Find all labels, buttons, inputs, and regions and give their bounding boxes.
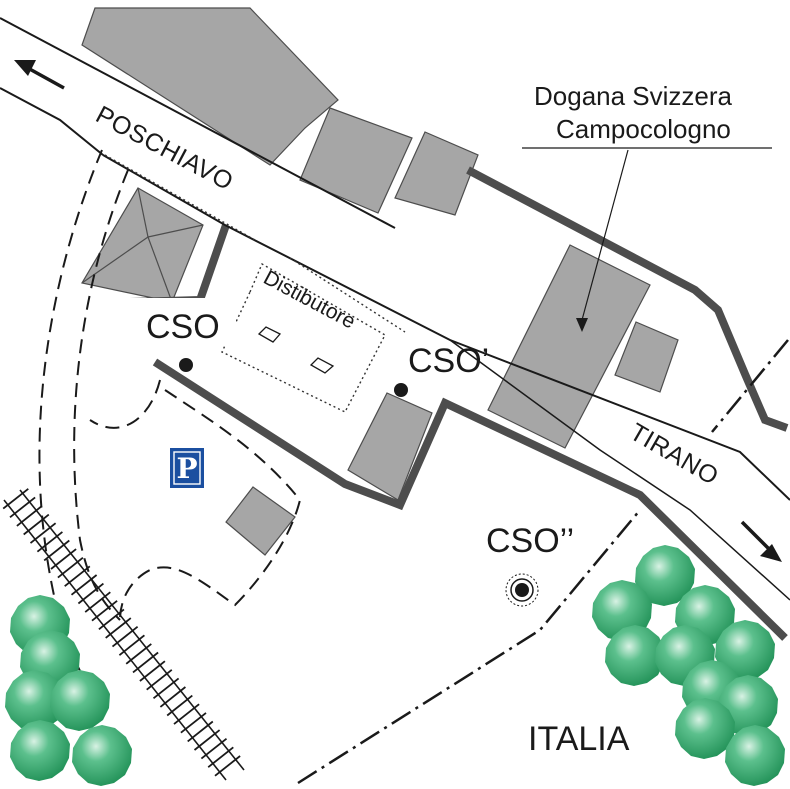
railway-sleeper: [23, 513, 50, 536]
country-label: ITALIA: [528, 720, 630, 758]
marker-cso-prime: [394, 383, 408, 397]
customs-label-line2: Campocologno: [556, 114, 731, 144]
railway-sleeper: [180, 712, 207, 734]
building-north-large: [81, 7, 339, 166]
building-north-middle: [299, 107, 413, 214]
borders: [297, 339, 789, 785]
railway-sleeper: [70, 574, 98, 596]
parking-label: P: [176, 452, 197, 485]
railway-sleeper: [64, 565, 91, 587]
building-parking-small: [225, 486, 296, 556]
railway-sleeper: [146, 669, 173, 691]
fuel-pump-1: [257, 326, 282, 343]
dotted-line-road: [104, 154, 256, 241]
railway-sleeper: [187, 720, 214, 743]
customs-label-line1: Dogana Svizzera: [534, 81, 733, 111]
railway-sleeper: [207, 746, 234, 768]
railway-sleeper: [98, 608, 125, 631]
railway-sleeper: [77, 582, 104, 605]
roads: [0, 17, 790, 601]
path-loop: [89, 379, 161, 429]
tree-icon: [10, 720, 70, 781]
railway-sleeper: [193, 729, 221, 751]
border-line-north: [711, 339, 789, 433]
path-parking-loop: [119, 389, 302, 621]
road-edge-north: [0, 17, 396, 229]
fuel-pump-2: [309, 357, 335, 374]
railway-sleeper: [166, 694, 193, 717]
wall-south-main: [152, 358, 788, 641]
railway-sleeper: [50, 548, 77, 570]
railway-sleeper: [125, 643, 152, 665]
railway-sleeper: [43, 539, 70, 562]
railway-sleeper: [57, 556, 84, 579]
railway-sleeper: [84, 591, 111, 613]
railway-track-icon: [2, 488, 245, 781]
tree-icon: [72, 725, 132, 786]
railway-sleeper: [132, 651, 159, 674]
road-edge-south: [0, 87, 104, 156]
railway-sleeper: [159, 686, 186, 708]
railway-sleeper: [214, 755, 241, 777]
customs-pointer: [522, 147, 772, 332]
building-north-right: [394, 131, 479, 216]
railway-sleeper: [152, 677, 180, 700]
road-label-south: TIRANO: [625, 418, 723, 491]
fuel-station-label: Distibutore: [260, 266, 359, 333]
railway-sleeper: [16, 505, 43, 527]
railway-sleeper: [36, 531, 63, 553]
fuel-pumps: [257, 326, 335, 374]
railway-sleeper: [105, 617, 132, 639]
point-label-cso: CSO: [146, 308, 220, 346]
railway-sleeper: [118, 634, 145, 656]
parking-icon: P: [170, 448, 204, 488]
point-label-cso-double-prime: CSO’’: [486, 522, 574, 560]
arrow-northwest-icon: [14, 60, 65, 90]
customs-leader: [581, 149, 629, 321]
marker-cso: [179, 358, 193, 372]
fuel-station-outline: [221, 262, 386, 413]
building-roof-house: [81, 187, 204, 303]
railway-sleeper: [91, 600, 118, 622]
railway-sleeper: [111, 625, 139, 648]
wall-north-east: [466, 166, 789, 432]
trees: [5, 545, 785, 786]
point-label-cso-prime: CSO’: [408, 342, 489, 380]
building-customs-annex: [614, 321, 679, 393]
railway-sleeper: [2, 488, 29, 510]
dotted-outlines: [104, 154, 406, 413]
railway-sleeper: [9, 496, 36, 519]
railway-sleeper: [29, 522, 57, 544]
point-markers: [179, 358, 539, 607]
railway-sleeper: [139, 660, 166, 682]
road-center-customs: [449, 339, 790, 601]
building-south-block: [347, 392, 433, 501]
railway-sleeper: [200, 737, 228, 760]
cso-label-bg: [126, 298, 236, 346]
arrow-southeast-icon: [740, 520, 782, 562]
railway-sleeper: [173, 703, 200, 725]
marker-cso-double-prime: [505, 573, 539, 607]
border-line-south: [297, 509, 641, 785]
